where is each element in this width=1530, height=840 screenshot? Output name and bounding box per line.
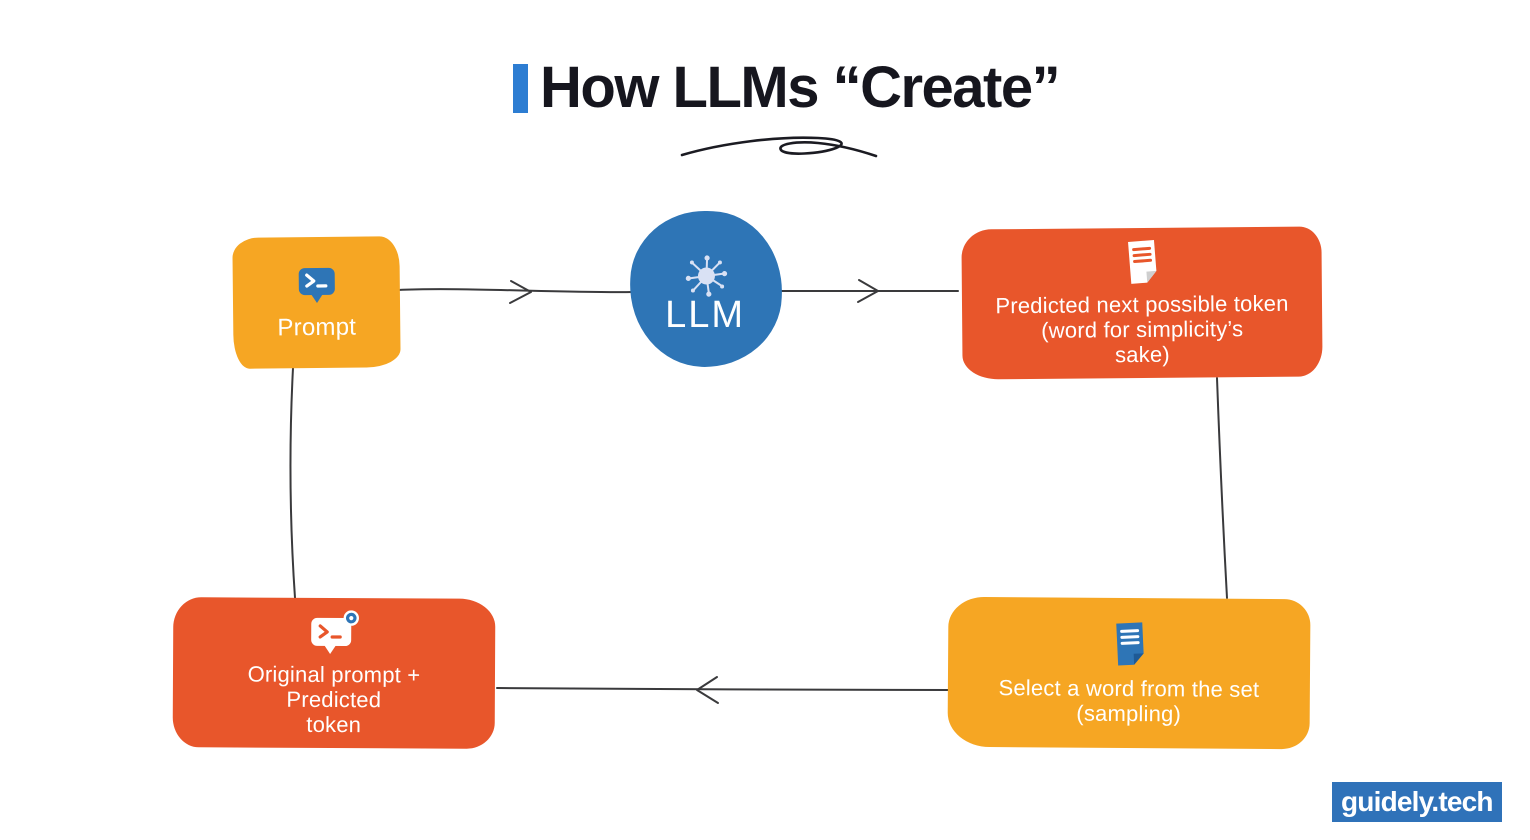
arrowhead-prompt-to-llm	[509, 280, 532, 304]
page-title: How LLMs “Create”	[540, 55, 1061, 120]
node-original-prompt: Original prompt + Predicted token	[172, 597, 496, 749]
node-select-word: Select a word from the set (sampling)	[947, 596, 1311, 750]
node-llm-label: LLM	[665, 293, 746, 336]
terminal-bubble-icon	[298, 267, 335, 303]
underline-squiggle-icon	[680, 136, 878, 158]
node-predicted-token: Predicted next possible token (word for …	[961, 226, 1323, 380]
title-block: How LLMs “Create”	[513, 55, 1061, 120]
node-select-label: Select a word from the set (sampling)	[998, 674, 1260, 726]
title-accent-bar	[513, 64, 528, 113]
line-original-to-prompt	[289, 367, 296, 599]
arrow-prompt-to-llm	[397, 288, 634, 294]
document-icon	[1128, 239, 1157, 284]
node-predicted-label: Predicted next possible token (word for …	[995, 290, 1289, 368]
brand-logo-text: guidely.tech	[1341, 786, 1493, 817]
neural-network-icon	[685, 254, 728, 297]
node-original-label: Original prompt + Predicted token	[247, 661, 421, 737]
node-prompt: Prompt	[232, 236, 401, 369]
arrow-select-to-original	[496, 687, 949, 691]
node-prompt-label: Prompt	[277, 313, 357, 342]
document-icon	[1116, 621, 1144, 666]
node-llm: LLM	[627, 208, 785, 370]
arrowhead-select-to-original	[696, 676, 719, 704]
terminal-bubble-badge-icon	[311, 609, 359, 654]
line-predicted-to-select	[1216, 377, 1228, 599]
brand-logo: guidely.tech	[1332, 782, 1502, 822]
arrowhead-llm-to-predicted	[857, 279, 879, 303]
